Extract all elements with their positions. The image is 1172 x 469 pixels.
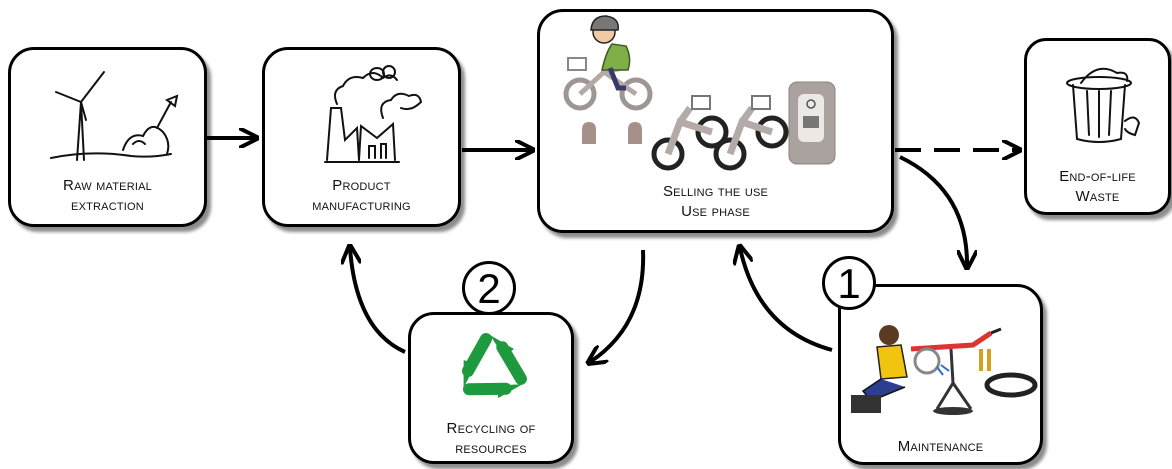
factory-icon <box>324 65 423 163</box>
stage-label-line1: Selling the use <box>662 183 769 200</box>
stage-product-manufacturing: Product manufacturing <box>262 47 461 227</box>
wind-turbine-shovel-icon <box>50 71 179 161</box>
arrow-use-to-maintenance <box>899 155 967 266</box>
stage-label-line2: resources <box>455 440 527 457</box>
trash-can-icon <box>1066 67 1141 143</box>
badge-maintenance-number: 1 <box>822 256 876 310</box>
stage-label-line1: Maintenance <box>897 438 984 455</box>
stage-label-line1: Product <box>332 177 391 194</box>
shared-bike-icon <box>651 95 789 171</box>
stage-end-of-life-waste: End-of-life Waste <box>1024 38 1171 215</box>
badge-recycling-number: 2 <box>462 261 516 315</box>
arrow-use-to-recycling <box>590 249 646 362</box>
stage-label-line1: Raw material <box>63 177 152 194</box>
bike-sharing-station-icon <box>563 15 836 171</box>
arrow-recycling-to-manufacturing <box>350 248 406 354</box>
stage-use-phase: Selling the use Use phase <box>537 9 894 233</box>
payment-terminal-icon <box>788 81 836 165</box>
stage-label-line2: Waste <box>1075 188 1120 205</box>
stage-recycling-of-resources: Recycling of resources <box>408 312 574 464</box>
bike-repair-icon <box>851 325 1038 415</box>
stage-label-line2: manufacturing <box>312 197 411 214</box>
stage-label-line2: Use phase <box>681 203 750 220</box>
stage-maintenance: Maintenance <box>838 284 1043 465</box>
stage-label-line1: End-of-life <box>1059 168 1136 185</box>
stage-raw-material-extraction: Raw material extraction <box>8 47 207 227</box>
stage-label-line1: Recycling of <box>446 420 536 437</box>
stage-label-line2: extraction <box>71 197 144 214</box>
arrow-maintenance-to-use <box>740 248 833 352</box>
recycle-icon <box>462 333 527 399</box>
cyclist-icon <box>563 15 653 111</box>
